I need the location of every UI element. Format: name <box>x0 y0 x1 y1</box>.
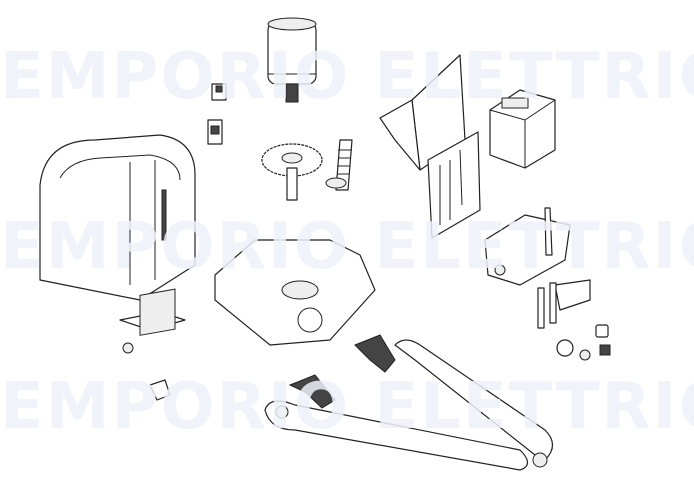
control-board-bracket <box>379 54 466 171</box>
release-lock <box>119 288 186 354</box>
gearbox-base <box>214 239 376 346</box>
worm-shaft <box>325 139 353 191</box>
gear-wheel <box>261 143 323 201</box>
mounting-bracket <box>484 207 591 311</box>
cover <box>39 134 196 301</box>
release-key <box>149 379 171 401</box>
transformer <box>489 89 556 169</box>
arm-stop-cams <box>288 334 396 409</box>
curved-arm <box>394 339 554 468</box>
straight-arm <box>264 400 529 471</box>
motor <box>267 17 317 103</box>
nut-washer <box>556 339 611 361</box>
bolts <box>537 282 609 338</box>
control-board <box>427 131 481 239</box>
limit-switch-block <box>207 83 227 145</box>
